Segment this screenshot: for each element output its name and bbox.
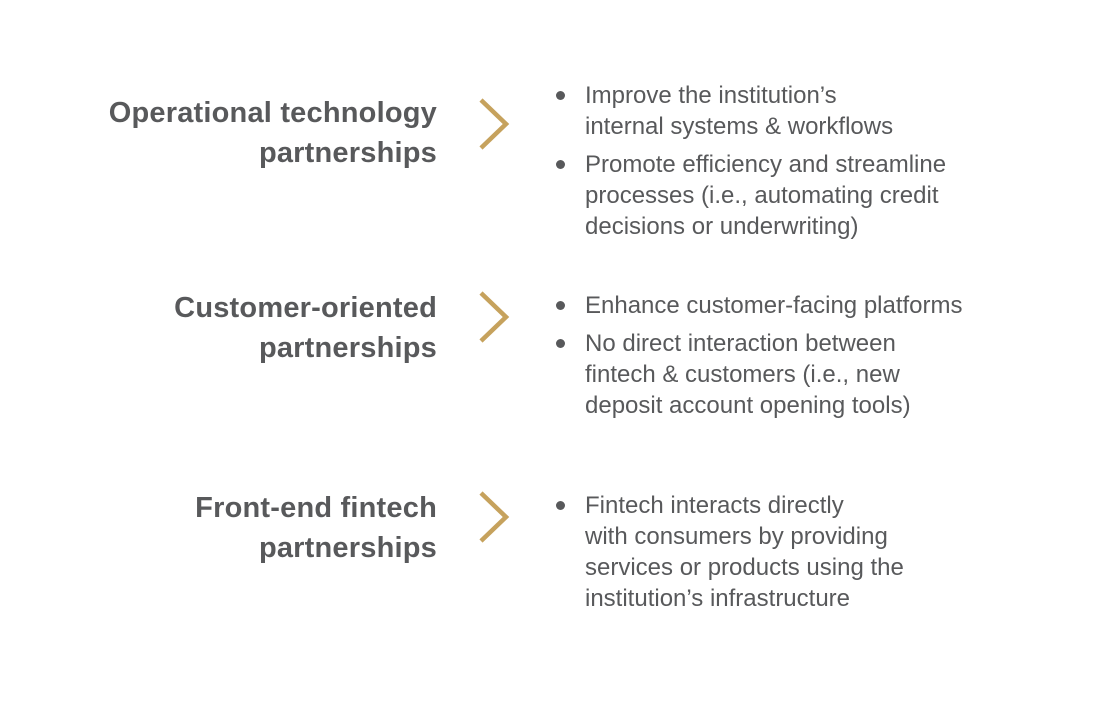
bullet-item: Fintech interacts directly with consumer… (556, 490, 1036, 614)
chevron-right-icon (479, 98, 510, 150)
bullet-dot (556, 301, 565, 310)
bullet-dot (556, 339, 565, 348)
chevron-right-icon (479, 491, 510, 543)
bullet-list-operational-technology: Improve the institution’s internal syste… (556, 80, 1036, 242)
bullet-list-front-end-fintech: Fintech interacts directly with consumer… (556, 490, 1036, 614)
bullet-item: Promote efficiency and streamline proces… (556, 149, 1036, 242)
bullet-text: No direct interaction between fintech & … (585, 330, 911, 419)
bullet-text: Improve the institution’s internal syste… (585, 82, 894, 140)
bullet-item: No direct interaction between fintech & … (556, 328, 1036, 421)
chevron-stroke (479, 291, 510, 343)
bullet-text: Promote efficiency and streamline proces… (585, 151, 947, 240)
bullet-dot (556, 91, 565, 100)
partnership-heading-operational-technology: Operational technology partnerships (108, 97, 437, 169)
bullet-dot (556, 501, 565, 510)
bullet-item: Enhance customer-facing platforms (556, 290, 1036, 321)
bullet-dot (556, 160, 565, 169)
bullet-list-customer-oriented: Enhance customer-facing platforms No dir… (556, 290, 1036, 421)
partnership-heading-customer-oriented: Customer-oriented partnerships (174, 292, 437, 364)
bullet-item: Improve the institution’s internal syste… (556, 80, 1036, 142)
chevron-right-icon (479, 291, 510, 343)
chevron-stroke (479, 491, 510, 543)
chevron-stroke (479, 98, 510, 150)
partnership-heading-front-end-fintech: Front-end fintech partnerships (195, 492, 437, 564)
bullet-text: Fintech interacts directly with consumer… (585, 492, 904, 612)
bullet-text: Enhance customer-facing platforms (585, 292, 963, 319)
